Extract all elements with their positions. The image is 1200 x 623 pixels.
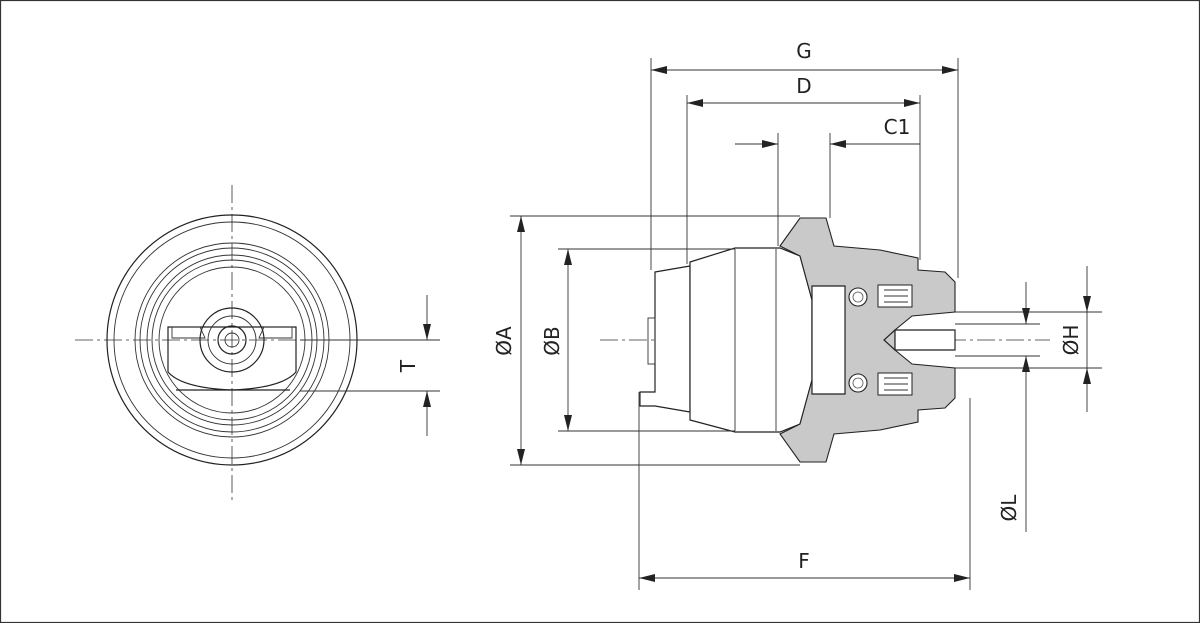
h-label: ØH — [1059, 325, 1083, 356]
g-arrow-left — [651, 66, 667, 74]
rear-key — [647, 317, 656, 365]
spindle-bore — [894, 329, 956, 351]
t-arrow-bottom — [423, 391, 431, 407]
a-label: ØA — [492, 326, 516, 356]
front-view-hub-ring — [207, 315, 257, 365]
h-arrow-top — [1083, 296, 1091, 312]
g-label: G — [796, 39, 812, 63]
c1-arrow-right — [830, 140, 846, 148]
b-label: ØB — [540, 326, 564, 355]
front-view-hub-inner — [217, 325, 247, 355]
d-arrow-left — [687, 99, 703, 107]
t-label: T — [396, 359, 420, 373]
front-view-left-lug — [171, 326, 206, 339]
upper-bearing-ball — [848, 287, 868, 307]
f-arrow-right — [954, 574, 970, 582]
a-arrow-top — [517, 216, 525, 232]
f-arrow-left — [639, 574, 655, 582]
d-label: D — [796, 74, 811, 98]
l-label: ØL — [997, 494, 1021, 522]
front-view: T — [75, 185, 440, 500]
inner-cavity — [811, 285, 846, 395]
upper-seal-detail — [884, 289, 908, 303]
b-arrow-top — [564, 249, 572, 265]
side-section-view: G D C1 ØA ØB F — [492, 39, 1102, 590]
lower-bearing-ball-inner — [852, 377, 864, 389]
f-label: F — [798, 549, 810, 573]
front-view-hub-outer — [199, 307, 265, 373]
rear-flange — [639, 265, 691, 413]
conical-body — [689, 247, 813, 433]
l-arrow-bottom — [1022, 356, 1030, 372]
lower-seal-detail — [884, 377, 908, 391]
l-arrow-top — [1022, 308, 1030, 324]
g-arrow-right — [942, 66, 958, 74]
a-arrow-bottom — [517, 449, 525, 465]
c1-arrow-left — [762, 140, 778, 148]
t-arrow-top — [423, 324, 431, 340]
h-arrow-bottom — [1083, 368, 1091, 384]
lower-bearing-ball — [848, 373, 868, 393]
spindle-tip — [883, 329, 896, 351]
b-arrow-bottom — [564, 415, 572, 431]
front-view-right-lug — [258, 326, 293, 339]
upper-bearing-ball-inner — [852, 291, 864, 303]
front-view-bore — [224, 332, 240, 348]
d-arrow-right — [904, 99, 920, 107]
c1-label: C1 — [884, 115, 911, 139]
